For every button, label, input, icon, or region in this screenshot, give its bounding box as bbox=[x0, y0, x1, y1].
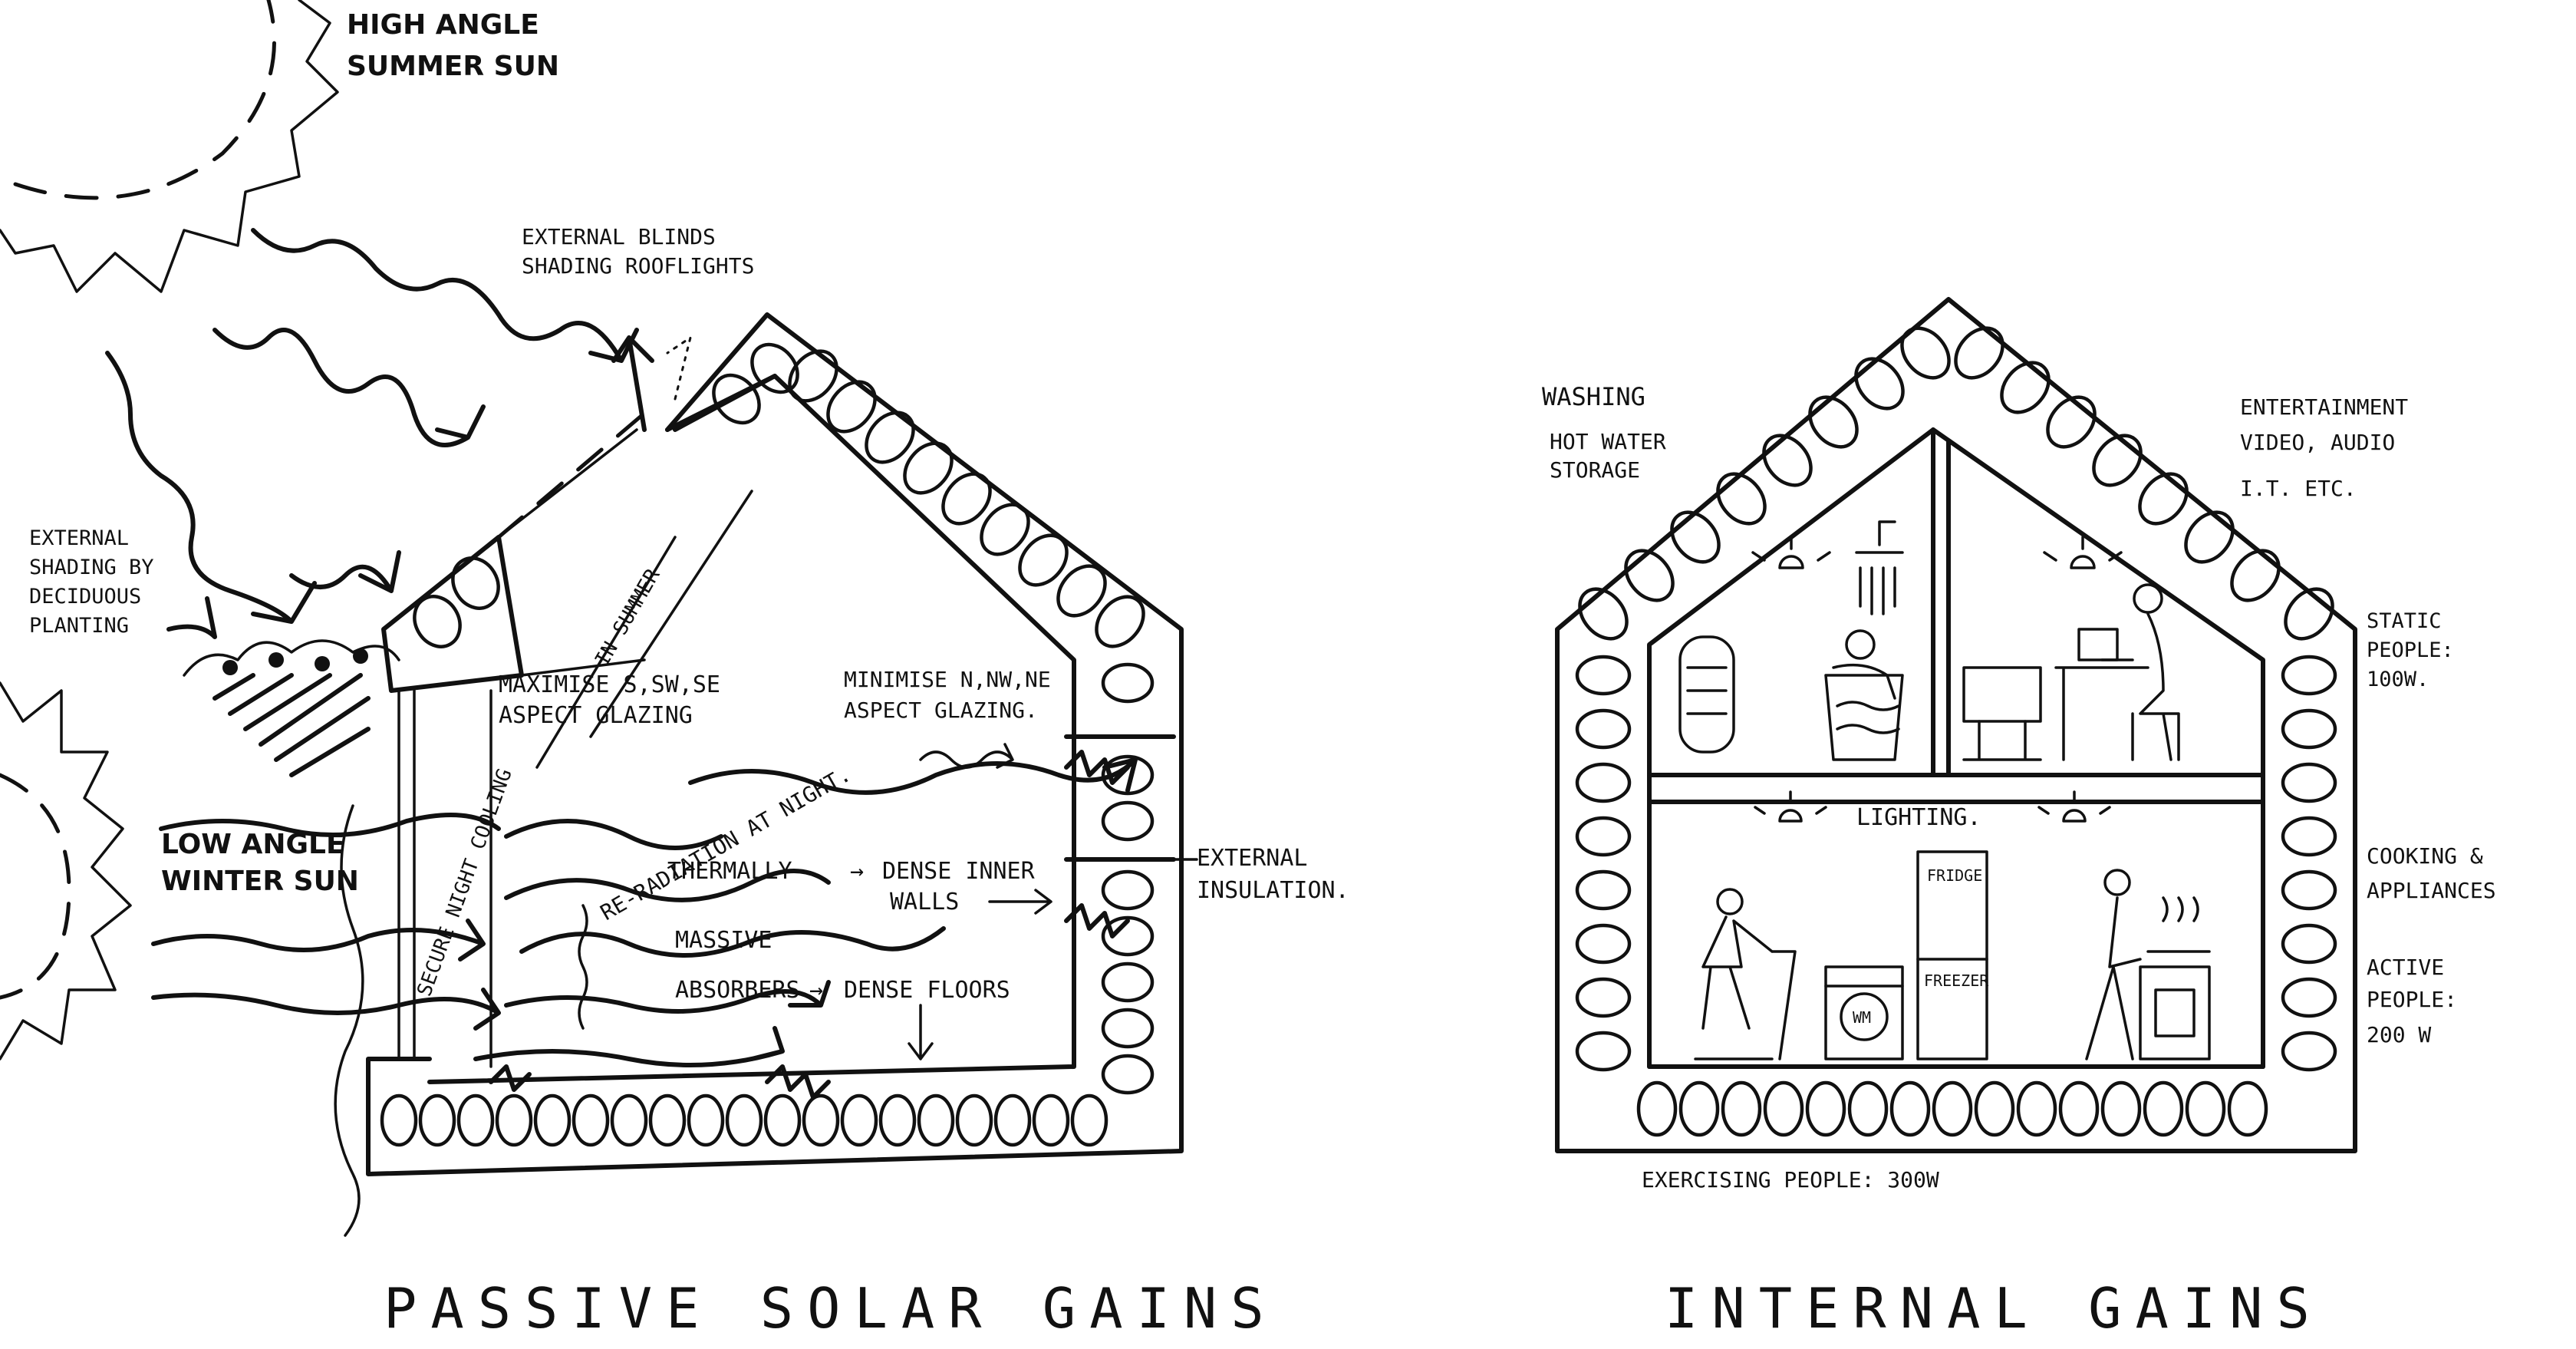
washing-label: WASHING bbox=[1542, 382, 1645, 411]
shading-label-2: SHADING BY bbox=[29, 556, 154, 579]
passive-solar-diagram: HIGH ANGLE SUMMER SUN EXTERNAL BLINDS SH… bbox=[0, 0, 1349, 1341]
light-bulb-icon-3 bbox=[1754, 790, 1827, 823]
static-label-1: STATIC bbox=[2367, 609, 2442, 633]
massive-label: MASSIVE bbox=[675, 927, 772, 954]
lighting-label: LIGHTING. bbox=[1856, 804, 1981, 831]
exercising-label: EXERCISING PEOPLE: 300W bbox=[1642, 1167, 1939, 1192]
internal-gains-title: INTERNAL GAINS bbox=[1665, 1276, 2324, 1341]
tv-unit-icon bbox=[1962, 666, 2042, 761]
summer-sun-label-2: SUMMER SUN bbox=[347, 51, 559, 82]
active-label-1: ACTIVE bbox=[2367, 955, 2444, 980]
shower-icon bbox=[1855, 520, 1904, 615]
passive-house-icon bbox=[366, 312, 1184, 1176]
deciduous-tree-icon bbox=[183, 639, 400, 1237]
hot-water-label-1: HOT WATER bbox=[1550, 429, 1666, 454]
washing-machine-icon bbox=[1824, 965, 1904, 1060]
wm-label: WM bbox=[1853, 1008, 1871, 1027]
bath-person-icon bbox=[1824, 629, 1904, 761]
static-label-2: PEOPLE: bbox=[2367, 638, 2454, 662]
dense-inner-label-2: WALLS bbox=[890, 889, 959, 915]
light-bulb-icon-2 bbox=[2043, 536, 2123, 569]
fridge-freezer-icon bbox=[1916, 850, 1988, 1060]
minimise-label-2: ASPECT GLAZING. bbox=[844, 698, 1038, 723]
in-summer-label: IN SUMMER bbox=[591, 565, 665, 670]
minimise-label-1: MINIMISE N,NW,NE bbox=[844, 667, 1051, 692]
shading-label-4: PLANTING bbox=[29, 614, 129, 638]
shading-label-1: EXTERNAL bbox=[29, 526, 129, 550]
freezer-label: FREEZER bbox=[1924, 971, 1989, 990]
hot-water-label-2: STORAGE bbox=[1550, 457, 1640, 483]
entertainment-label-1: ENTERTAINMENT bbox=[2240, 394, 2408, 420]
winter-sun-icon bbox=[0, 681, 132, 1060]
cooking-label-2: APPLIANCES bbox=[2367, 878, 2496, 903]
maximise-label-2: ASPECT GLAZING bbox=[499, 702, 693, 729]
computer-user-icon bbox=[2054, 583, 2180, 761]
light-bulb-icon bbox=[1751, 536, 1831, 569]
exercising-person-icon bbox=[1694, 888, 1797, 1060]
walls-arrow-icon bbox=[988, 889, 1052, 915]
shading-label-3: DECIDUOUS bbox=[29, 585, 141, 609]
static-label-3: 100W. bbox=[2367, 668, 2429, 691]
blinds-label-1: EXTERNAL BLINDS bbox=[522, 224, 716, 249]
maximise-label-1: MAXIMISE S,SW,SE bbox=[499, 671, 720, 698]
light-bulb-icon-4 bbox=[2037, 790, 2111, 823]
ext-insulation-label-2: INSULATION. bbox=[1197, 877, 1349, 904]
active-label-2: PEOPLE: bbox=[2367, 987, 2457, 1012]
summer-sun-icon bbox=[0, 0, 339, 293]
winter-sun-label-2: WINTER SUN bbox=[161, 866, 359, 897]
reradiation-label: RE-RADIATION AT NIGHT. bbox=[596, 761, 855, 925]
absorbers-arrow-icon: → bbox=[809, 977, 823, 1004]
fridge-label: FRIDGE bbox=[1927, 866, 1982, 885]
dense-floors-label: DENSE FLOORS bbox=[844, 977, 1010, 1004]
internal-house-icon bbox=[1555, 297, 2357, 1153]
hot-water-cylinder-icon bbox=[1678, 635, 1735, 754]
internal-gains-diagram: WASHING HOT WATER STORAGE ENTERTAINMENT … bbox=[1542, 297, 2496, 1341]
entertainment-label-3: I.T. ETC. bbox=[2240, 476, 2357, 501]
dense-inner-label-1: DENSE INNER bbox=[882, 858, 1036, 885]
night-cooling-label: SECURE NIGHT COOLING bbox=[413, 766, 516, 999]
active-label-3: 200 W bbox=[2367, 1022, 2431, 1047]
blinds-label-2: SHADING ROOFLIGHTS bbox=[522, 253, 754, 279]
absorbers-label: ABSORBERS bbox=[675, 977, 800, 1004]
cooking-person-icon bbox=[2085, 869, 2211, 1060]
winter-rays-icon bbox=[151, 757, 1138, 1067]
ext-insulation-label-1: EXTERNAL bbox=[1197, 845, 1308, 872]
thermally-arrow-icon: → bbox=[850, 858, 864, 885]
blinds-arrow-icon bbox=[611, 335, 654, 432]
summer-rays-icon bbox=[105, 228, 639, 639]
blinds-dotted-icon bbox=[666, 335, 693, 401]
thermally-label: THERMALLY bbox=[667, 858, 792, 885]
entertainment-label-2: VIDEO, AUDIO bbox=[2240, 430, 2395, 455]
cooking-label-1: COOKING & bbox=[2367, 843, 2483, 869]
passive-solar-title: PASSIVE SOLAR GAINS bbox=[384, 1276, 1278, 1341]
summer-sun-label-1: HIGH ANGLE bbox=[347, 9, 539, 41]
